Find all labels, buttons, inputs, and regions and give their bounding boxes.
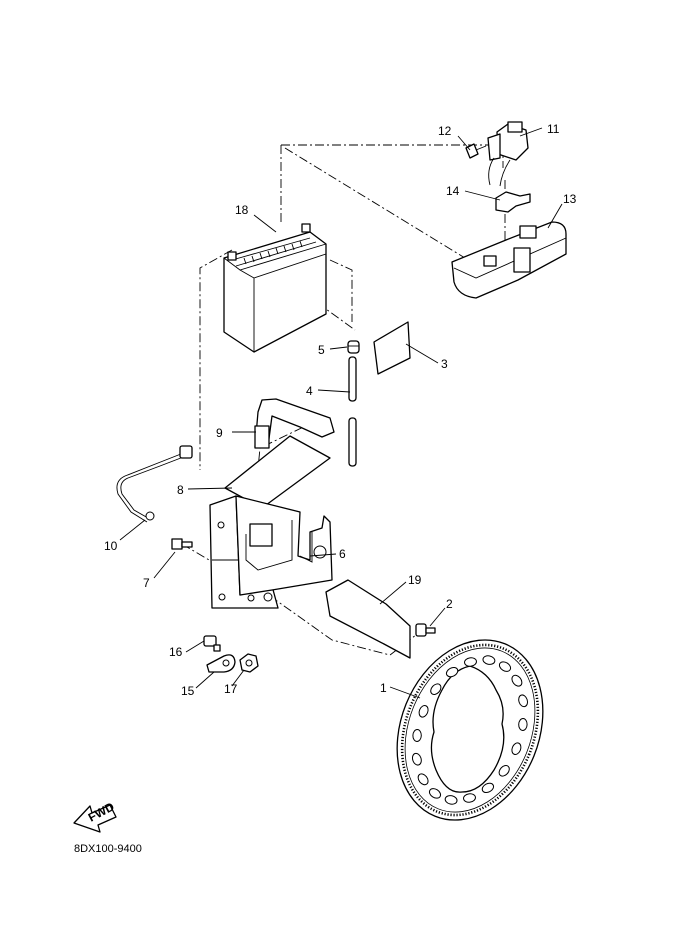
callout-7: 7 xyxy=(143,576,150,590)
plate-hole xyxy=(463,793,476,803)
plate-hole xyxy=(511,742,522,755)
callout-17: 17 xyxy=(224,682,238,696)
plate-hole xyxy=(411,752,422,766)
plate xyxy=(325,579,411,659)
fuse-box xyxy=(451,221,567,299)
bolt-2 xyxy=(415,623,436,637)
callout-2: 2 xyxy=(446,597,453,611)
vent-cap xyxy=(347,340,360,354)
callout-13: 13 xyxy=(563,192,577,206)
bolt-7 xyxy=(171,538,193,550)
plate-hole xyxy=(444,795,458,805)
callout-9: 9 xyxy=(216,426,223,440)
part-code: 8DX100-9400 xyxy=(74,843,142,855)
plate-hole xyxy=(498,661,512,672)
plate-hole xyxy=(482,655,496,665)
plate-hole xyxy=(412,729,422,742)
battery-pad xyxy=(373,321,411,375)
callout-15: 15 xyxy=(181,684,195,698)
clamp xyxy=(206,654,236,673)
callout-19: 19 xyxy=(408,573,422,587)
callout-4: 4 xyxy=(306,384,313,398)
plate-hole xyxy=(428,788,442,799)
plate-hole xyxy=(418,705,429,718)
callout-5: 5 xyxy=(318,343,325,357)
battery-box xyxy=(209,495,333,609)
callout-3: 3 xyxy=(441,357,448,371)
plate-hole xyxy=(430,683,442,695)
plate-hole xyxy=(498,765,510,777)
breather-hose xyxy=(348,356,357,467)
starter-ring-plate xyxy=(396,639,544,821)
callout-14: 14 xyxy=(446,184,460,198)
leader-lines xyxy=(119,127,563,699)
plate-hole xyxy=(518,694,529,708)
starter-relay xyxy=(487,121,529,187)
callout-18: 18 xyxy=(235,203,249,217)
plate-hole xyxy=(445,666,459,678)
relay-bracket xyxy=(495,191,531,213)
callout-6: 6 xyxy=(339,547,346,561)
callout-8: 8 xyxy=(177,483,184,497)
plate-hole xyxy=(464,657,477,667)
lead-wire xyxy=(116,445,193,523)
screw-12 xyxy=(465,143,487,159)
battery xyxy=(223,223,327,353)
callout-12: 12 xyxy=(438,124,452,138)
plate-hole xyxy=(417,773,429,786)
plate-hole xyxy=(511,674,523,687)
callout-1: 1 xyxy=(380,681,387,695)
plate-hole xyxy=(481,782,495,794)
callout-11: 11 xyxy=(547,122,560,136)
bolt-16 xyxy=(203,635,221,652)
fwd-arrow-icon: FWD xyxy=(73,799,117,833)
battery-band xyxy=(254,398,335,449)
callout-16: 16 xyxy=(169,645,183,659)
nut xyxy=(239,653,259,673)
plate-hole xyxy=(518,718,528,731)
callout-10: 10 xyxy=(104,539,118,553)
callout-labels: 18 11 12 13 14 3 5 4 9 8 10 6 7 19 2 1 1… xyxy=(104,122,577,698)
